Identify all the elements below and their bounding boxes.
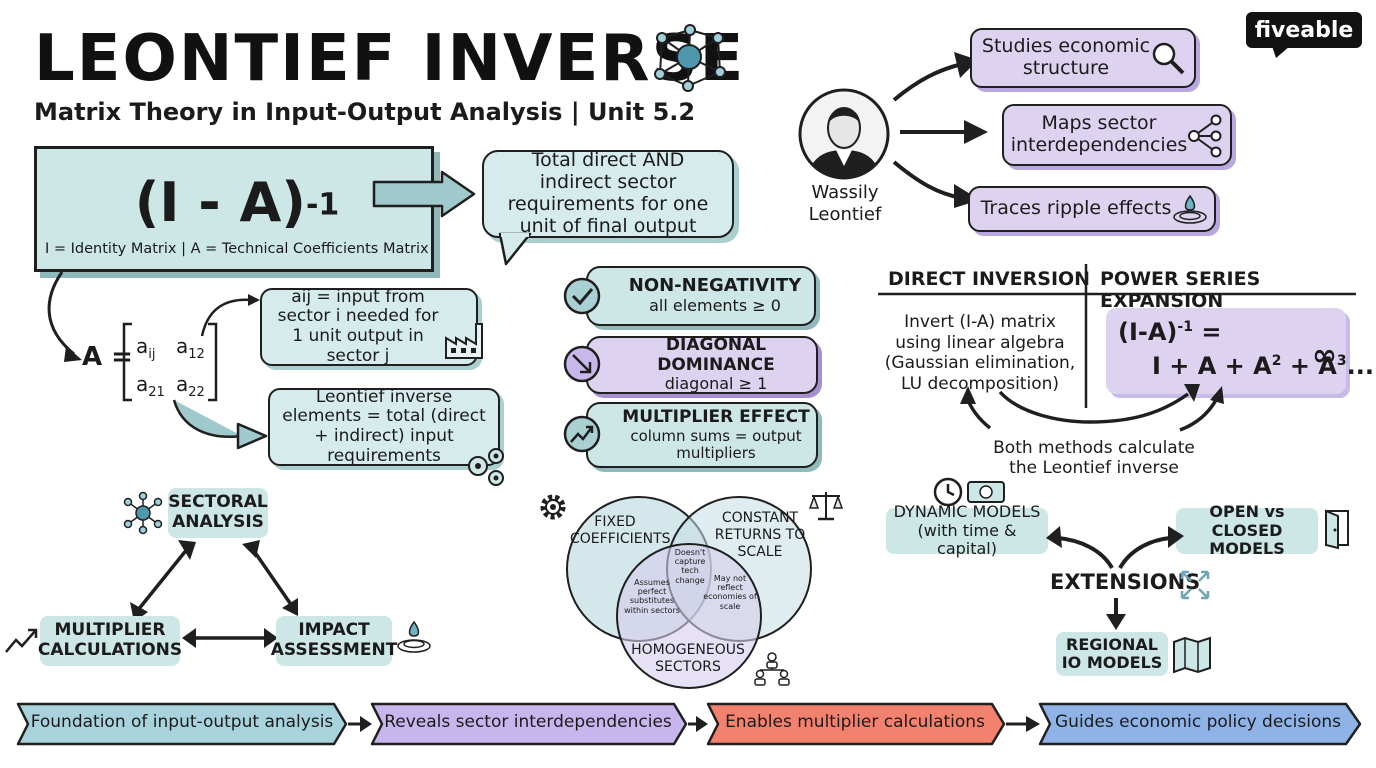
fact-studies-structure: Studies economic structure [970,28,1196,88]
ripple-small-icon [397,620,431,653]
method-direct-header: DIRECT INVERSION [888,268,1091,290]
method-series-header: POWER SERIES EXPANSION [1100,268,1261,312]
flow-bar-shapes [16,702,1362,746]
formula-to-matrix-arrow [47,271,82,362]
factory-icon [445,323,483,359]
methods-table-lines [878,264,1356,408]
venn-center-label: Doesn't capture tech change [674,548,706,585]
method-direct-text: Invert (I-A) matrix using linear algebra… [884,312,1076,395]
map-icon [1173,636,1211,674]
matrix-to-note-arrow [200,294,260,337]
app-impact-assessment: IMPACT ASSESSMENT [271,616,397,666]
methods-arrows [960,384,1224,432]
property-non-negativity: NON-NEGATIVITY all elements ≥ 0 [586,266,816,326]
ripple-icon [1173,194,1207,224]
venn-constant-returns: CONSTANT RETURNS TO SCALE [714,510,806,560]
leontief-portrait [798,88,890,180]
callout-tail [498,232,532,266]
applications-arrows [130,540,298,648]
formula-main: (I - A) [134,171,306,234]
money-icon [967,481,1005,503]
venn-left-overlap: Assumes perfect substitutes within secto… [624,578,680,615]
series-square: 2 [1271,353,1282,369]
growth-icon [5,628,38,653]
app-multiplier-calculations: MULTIPLIER CALCULATIONS [38,616,182,666]
brand-logo[interactable]: fiveable [1246,12,1362,48]
methods-both-note: Both methods calculate the Leontief inve… [993,438,1195,479]
network-small-icon [123,491,163,535]
venn-fixed-coefficients: FIXED COEFFICIENTS [570,514,671,547]
brand-label: fiveable [1254,17,1354,43]
formula-legend: I = Identity Matrix | A = Technical Coef… [45,241,429,257]
matrix-brackets [122,322,218,402]
series-equals: = [1201,318,1222,346]
app-sectoral-analysis: SECTORAL ANALYSIS [168,488,268,538]
property-multiplier-effect: MULTIPLIER EFFECT column sums = output m… [586,402,818,468]
venn-right-overlap: May not reflect economies of scale [703,574,757,611]
fact-traces-ripple: Traces ripple effects [968,186,1216,232]
venn-homogeneous-sectors: HOMOGENEOUS SECTORS [631,642,745,675]
ext-dynamic-models: DYNAMIC MODELS (with time & capital) [886,503,1048,558]
flow-step-3: Enables multiplier calculations [725,712,985,732]
inverse-elements-note: Leontief inverse elements = total (direc… [268,387,500,466]
infinity-symbol: ∞ [1312,338,1337,373]
extensions-center: EXTENSIONS [1050,570,1201,594]
venn-circles [566,496,812,689]
power-series-box: (I-A)-1 = I + A + A2 + A3... ∞ [1106,308,1374,394]
series-terms: I + A + A [1152,352,1272,380]
property-diagonal-dominance: DIAGONAL DOMINANCE diagonal ≥ 1 [586,335,818,394]
trend-up-icon [563,415,601,453]
matrix-cell-11: aij [136,334,156,362]
formula-box: (I - A)-1 I = Identity Matrix | A = Tech… [34,146,434,272]
series-lhs: (I-A) [1118,318,1178,346]
matrix-cell-22: a22 [176,372,205,400]
matrix-to-elements-arrow [172,399,268,450]
series-dots: ... [1346,352,1374,380]
series-lhs-exponent: -1 [1177,319,1193,335]
flow-step-4: Guides economic policy decisions [1055,712,1341,732]
page-subtitle: Matrix Theory in Input-Output Analysis |… [34,98,696,126]
matrix-cell-12: a12 [176,334,205,362]
series-cube: 3 [1336,353,1347,369]
org-chart-icon [754,652,790,686]
check-icon [563,277,601,315]
coefficient-note: aij = input from sector i needed for 1 u… [260,287,478,366]
scale-icon [808,492,844,521]
series-cube-term: + A [1289,352,1337,380]
formula-arrow [372,170,476,218]
formula-callout: Total direct AND indirect sector require… [482,149,734,238]
flow-step-2: Reveals sector interdependencies [384,712,672,732]
ext-regional-models: REGIONAL IO MODELS [1056,632,1168,676]
page-title: LEONTIEF INVERSE [34,22,746,96]
flow-step-1: Foundation of input-output analysis [30,712,334,732]
arrow-down-right-icon [563,345,601,383]
magnifier-icon [1152,42,1185,75]
gears-icon [468,448,504,486]
door-icon [1325,509,1349,550]
formula-exponent: -1 [305,187,340,223]
hierarchy-icon [1188,114,1222,158]
network-icon [654,24,726,92]
extensions-arrows [1046,526,1184,630]
brand-logo-tail [1272,46,1290,58]
expand-icon [1180,570,1210,600]
matrix-cell-21: a21 [136,372,165,400]
gear-icon [540,494,566,520]
ext-open-closed-models: OPEN vs CLOSED MODELS [1176,503,1318,558]
clock-icon [933,477,963,507]
